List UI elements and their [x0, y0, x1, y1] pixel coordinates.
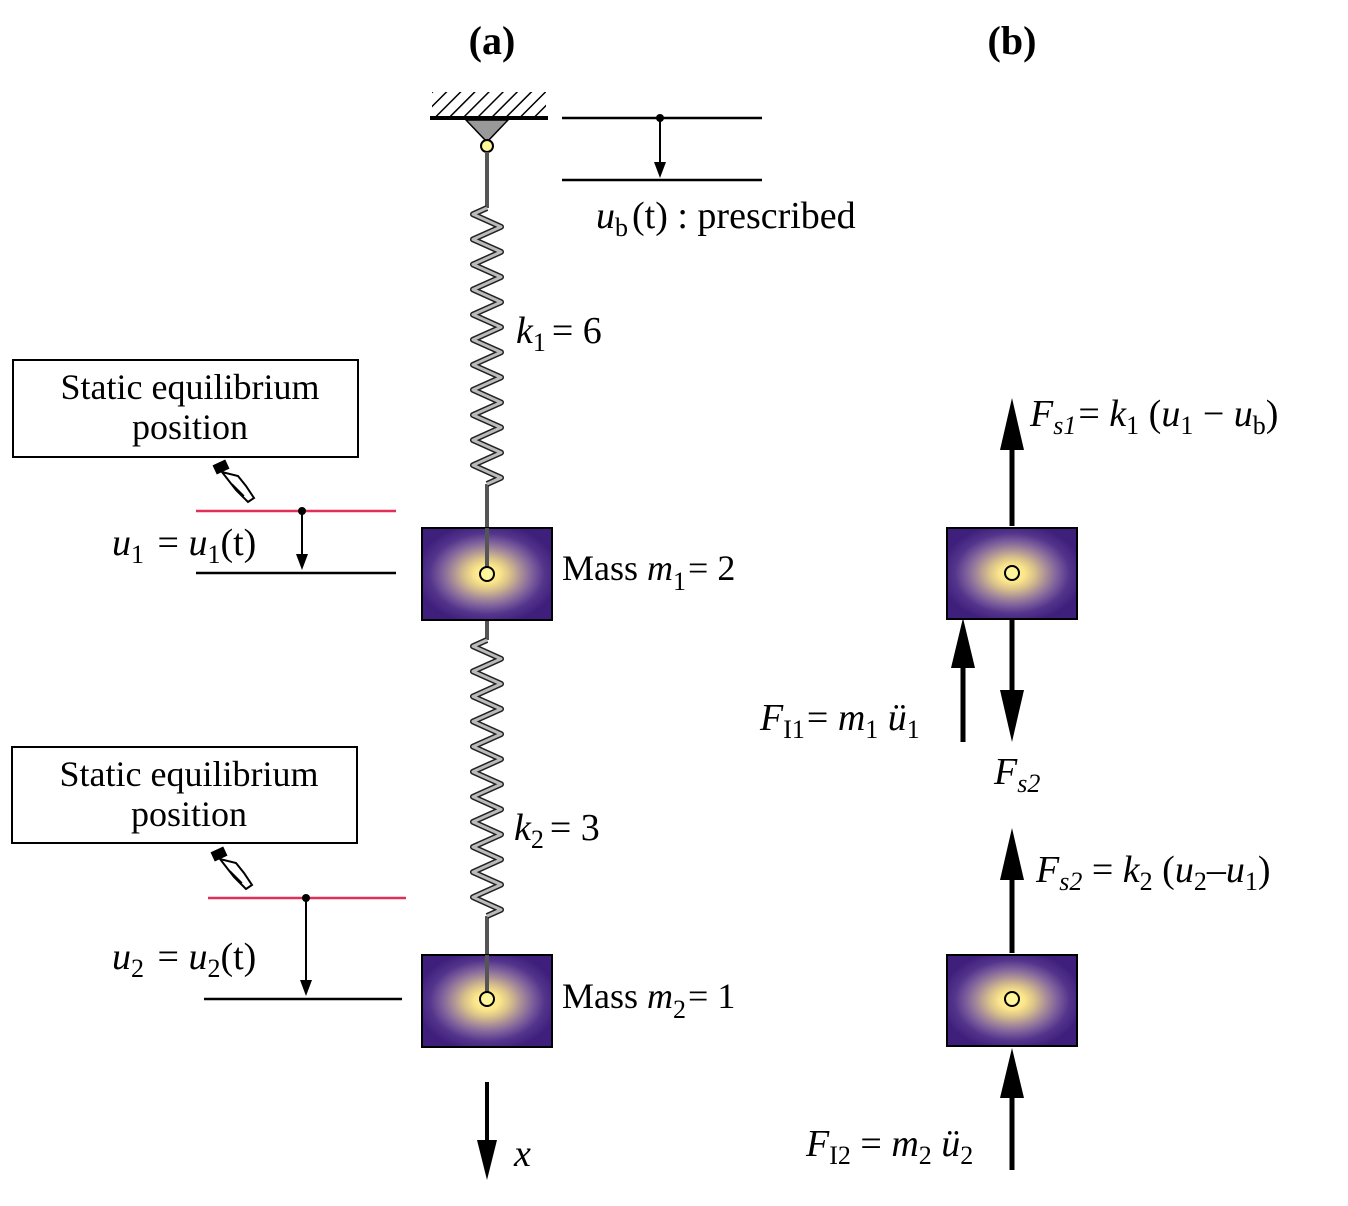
- force-fs2-down-arrow: [1000, 620, 1024, 742]
- displacement-u1-label: u1 = u1(t): [112, 522, 256, 569]
- force-fs1-label: Fs1= k1 (u1 − ub): [1029, 393, 1278, 440]
- x-axis-label: x: [513, 1133, 531, 1175]
- fbd-mass-1-block: [946, 527, 1078, 620]
- base-displacement-indicator: [562, 114, 762, 182]
- force-fs2-arrow: [1000, 828, 1024, 953]
- mass-2-block: [421, 954, 553, 1048]
- x-axis-arrow: [477, 1082, 497, 1180]
- base-displacement-label: ub(t) : prescribed: [596, 195, 856, 242]
- ground-support: [430, 92, 548, 153]
- force-fi2-arrow: [1000, 1048, 1024, 1170]
- displacement-u2-label: u2 = u2(t): [112, 936, 256, 983]
- force-fs1-arrow: [1000, 398, 1024, 526]
- force-fi1-arrow: [951, 618, 975, 742]
- fbd-mass-2-block: [946, 954, 1078, 1047]
- force-fi1-label: FI1= m1 ü1: [759, 697, 920, 744]
- callout-2-line1: Static equilibrium: [60, 754, 319, 794]
- callout-1-line2: position: [132, 407, 248, 447]
- static-equilibrium-callout-2: Static equilibrium position: [11, 746, 358, 844]
- callout-1-line1: Static equilibrium: [61, 367, 320, 407]
- pointing-hand-icon: [212, 459, 256, 504]
- spring-k2-label: k2= 3: [514, 807, 600, 854]
- panel-b-title: (b): [988, 18, 1037, 63]
- callout-2-line2: position: [131, 794, 247, 834]
- force-fi2-label: FI2 = m2 ü2: [805, 1123, 973, 1170]
- force-fs2-label: Fs2 = k2 (u2–u1): [1035, 849, 1270, 896]
- displacement-u2-indicator: [204, 894, 406, 1001]
- spring-k1: [470, 205, 504, 487]
- mass-1-block: [421, 527, 553, 621]
- mass-1-label: Mass m1= 2: [562, 548, 735, 596]
- panel-a-title: (a): [469, 18, 516, 63]
- displacement-u1-indicator: [196, 507, 396, 575]
- spring-k1-label: k1= 6: [516, 310, 602, 357]
- static-equilibrium-callout-1: Static equilibrium position: [12, 359, 359, 458]
- mass-2-label: Mass m2= 1: [562, 976, 735, 1024]
- force-fs2-down-label: Fs2: [993, 751, 1040, 798]
- pointing-hand-icon: [210, 846, 254, 891]
- spring-k2: [470, 637, 504, 919]
